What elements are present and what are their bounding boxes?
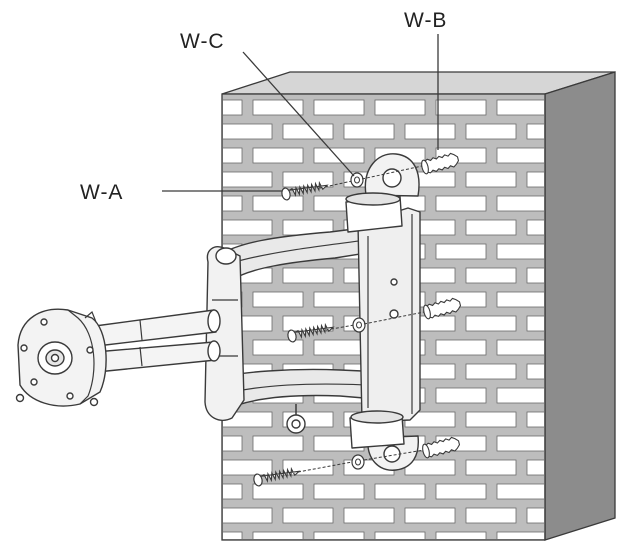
brick [282,267,334,284]
brick [252,483,304,500]
arm-pivot-block [204,246,245,421]
brick [465,123,517,140]
brick [465,459,517,476]
brick [404,507,456,524]
brick [435,339,487,356]
label-w-b: W-B [404,9,447,32]
brick [252,435,304,452]
brick [496,387,544,404]
brick [252,195,304,212]
brick [435,243,487,260]
label-w-c: W-C [180,30,225,53]
brick [252,147,304,164]
brick [252,99,304,116]
brick [313,291,365,308]
brick [496,99,544,116]
brick [252,339,304,356]
brick [526,411,544,428]
brick [465,315,517,332]
callout-leader-wc [242,51,355,177]
lag-bolt [287,322,335,343]
brick [496,483,544,500]
brick [526,123,544,140]
washer-hole [355,458,361,466]
brick [526,315,544,332]
brick [526,267,544,284]
brick [223,171,273,188]
wall-anchor [422,436,461,459]
brick [435,483,487,500]
brick [223,459,273,476]
brick [526,363,544,380]
brick [435,531,487,539]
brick [435,99,487,116]
brick [223,195,243,212]
brick [496,531,544,539]
brick [465,171,517,188]
wall-side-face [544,71,616,541]
brick [496,435,544,452]
brick [313,147,365,164]
brick [223,531,243,539]
brick [496,291,544,308]
lag-bolt [253,466,301,487]
alignment-line [297,461,353,473]
mounting-hardware [253,152,462,487]
brick [374,99,426,116]
extension-arm-upper [94,309,217,347]
brick [282,123,334,140]
brick [496,195,544,212]
brick [465,219,517,236]
brick [526,507,544,524]
brick [496,243,544,260]
brick [252,291,304,308]
brick [313,339,365,356]
washer-hole [354,176,360,184]
label-w-a: W-A [80,181,123,204]
callouts: W-A W-C W-B [80,9,447,204]
brick [465,411,517,428]
brick [313,531,365,539]
brick [526,171,544,188]
alignment-line [363,449,425,461]
brick [526,219,544,236]
alignment-line [363,311,425,325]
brick [374,531,426,539]
alignment-line [361,165,423,180]
brick [435,387,487,404]
brick [465,267,517,284]
extension-arm-lower [94,341,217,373]
brick [435,195,487,212]
washer-hole [356,321,362,329]
brick [223,147,243,164]
brick [465,363,517,380]
brick [465,507,517,524]
brick [223,483,243,500]
brick [223,507,273,524]
brick [223,123,273,140]
brick [223,411,273,428]
brick [223,99,243,116]
brick [223,219,273,236]
brick [343,507,395,524]
brick [496,339,544,356]
brick [252,531,304,539]
brick [282,171,334,188]
wall-anchor [423,297,462,320]
brick [313,483,365,500]
brick [526,459,544,476]
brick [496,147,544,164]
lag-bolt [281,180,329,201]
wall-anchor [421,152,460,175]
brick [282,507,334,524]
brick [404,123,456,140]
brick [313,99,365,116]
brick [343,123,395,140]
vesa-mount-head [15,308,107,407]
brick [223,435,243,452]
brick [374,483,426,500]
wall-plate [286,153,421,471]
